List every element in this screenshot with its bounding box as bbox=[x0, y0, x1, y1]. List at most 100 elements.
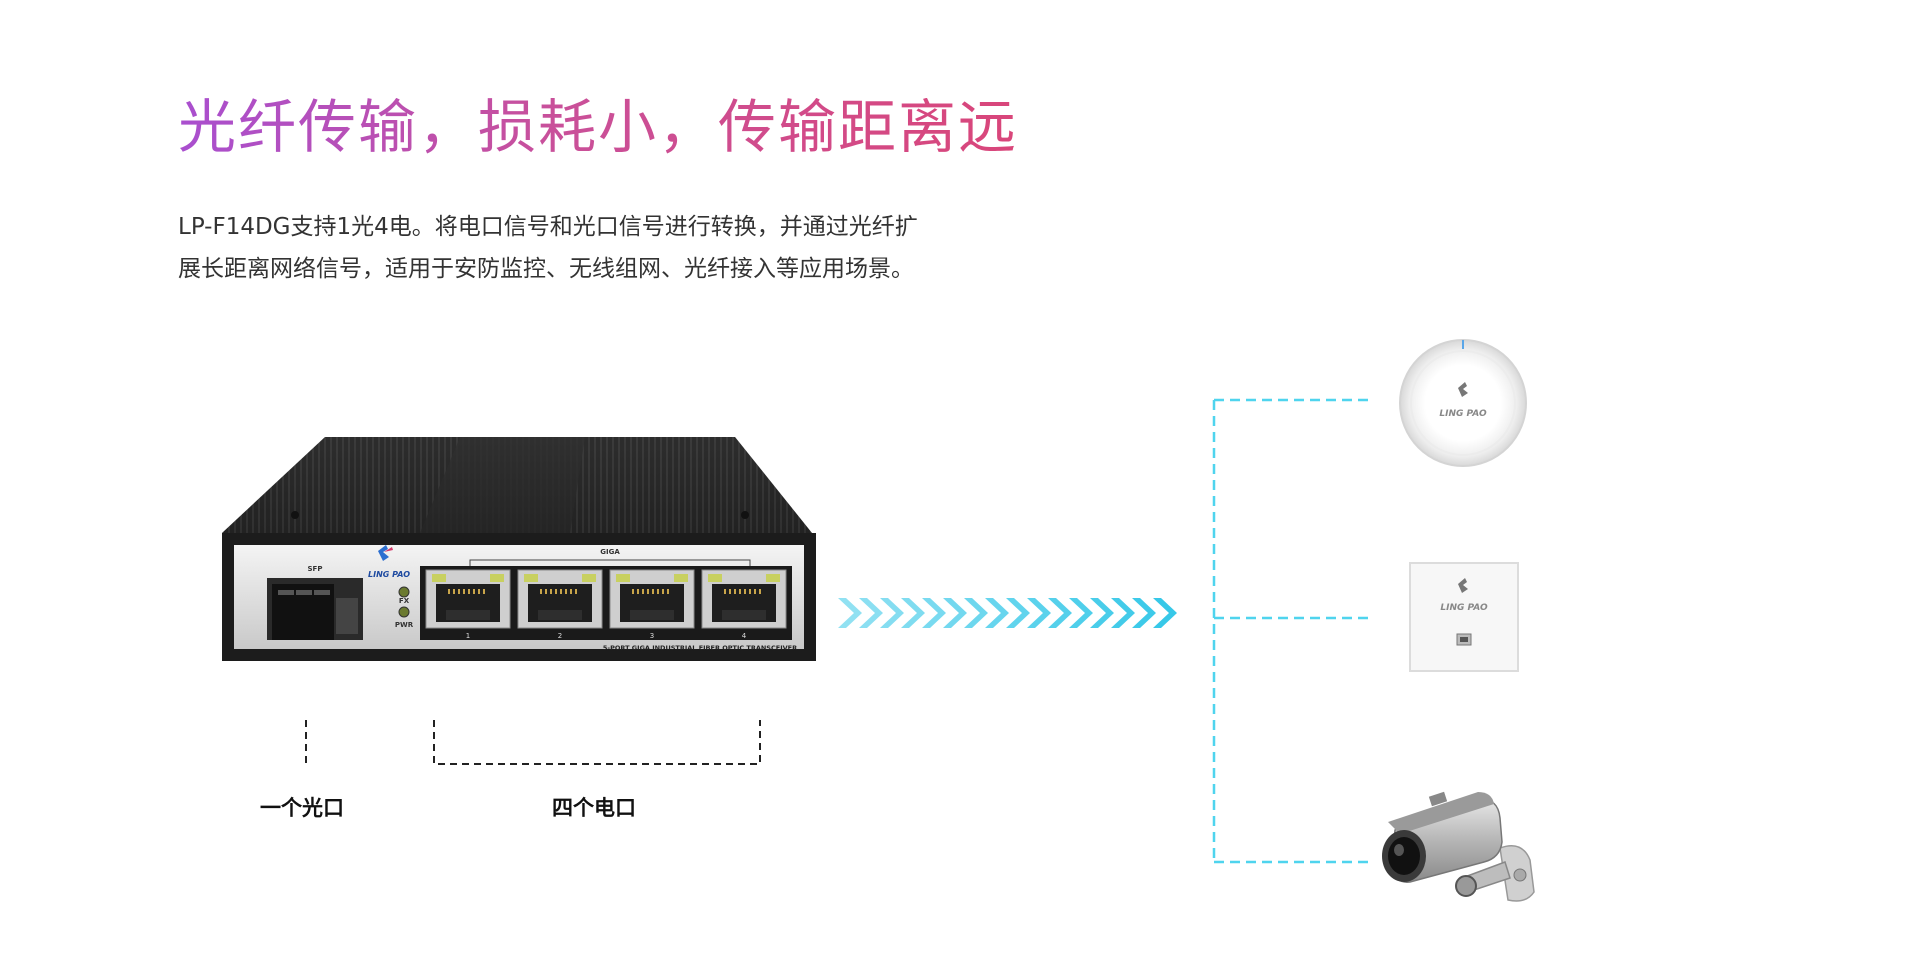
arrow-chevron bbox=[1153, 598, 1177, 628]
rj45-pin bbox=[749, 589, 751, 594]
rj45-pin bbox=[483, 589, 485, 594]
rj45-ports: 1 2 3 4 bbox=[425, 569, 787, 640]
description-line-2: 展长距离网络信号，适用于安防监控、无线组网、光纤接入等应用场景。 bbox=[178, 256, 914, 282]
rj45-pin bbox=[458, 589, 460, 594]
rj45-pin bbox=[744, 589, 746, 594]
fiber-port-label: 一个光口 bbox=[260, 796, 344, 820]
rj45-pin bbox=[652, 589, 654, 594]
arrow-chevron bbox=[1048, 598, 1072, 628]
camera-mount-screw bbox=[1513, 868, 1527, 882]
rj45-pin bbox=[453, 589, 455, 594]
arrow-chevron bbox=[985, 598, 1009, 628]
arrow-chevron bbox=[922, 598, 946, 628]
arrow-chevron bbox=[1090, 598, 1114, 628]
brand-logo-icon bbox=[378, 545, 393, 561]
transmission-arrow bbox=[838, 598, 1177, 628]
ap-inner-ring bbox=[1410, 350, 1516, 456]
camera-lens-glint bbox=[1394, 844, 1404, 856]
pwr-label: PWR bbox=[395, 621, 414, 629]
sfp-latch-3 bbox=[314, 590, 330, 595]
rj45-tab-slot bbox=[446, 610, 490, 620]
rj45-pin bbox=[560, 589, 562, 594]
network-lines bbox=[1212, 398, 1373, 864]
sfp-latch-1 bbox=[278, 590, 294, 595]
ap-brand: LING PAO bbox=[1439, 409, 1487, 419]
panel-rj45-inner bbox=[1460, 637, 1468, 642]
camera-top-bracket bbox=[1428, 791, 1448, 807]
rj45-pin bbox=[565, 589, 567, 594]
rj45-led-right bbox=[582, 574, 596, 582]
rj45-pin bbox=[754, 589, 756, 594]
rj45-pin bbox=[637, 589, 639, 594]
rj45-port-number: 1 bbox=[466, 632, 470, 640]
arrow-chevron bbox=[1111, 598, 1135, 628]
rj45-pin bbox=[473, 589, 475, 594]
rj45-port-2[interactable]: 2 bbox=[517, 569, 603, 640]
rj45-port-3[interactable]: 3 bbox=[609, 569, 695, 640]
rj45-pin bbox=[540, 589, 542, 594]
rj45-pin bbox=[575, 589, 577, 594]
rj45-pin bbox=[632, 589, 634, 594]
rj45-led-right bbox=[766, 574, 780, 582]
rj45-pin bbox=[662, 589, 664, 594]
rj45-tab-slot bbox=[538, 610, 582, 620]
arrow-chevron bbox=[880, 598, 904, 628]
fiber-transceiver-device: SFP LING PAO FX PWR GIGA 1 2 3 4 5-PORT GIG… bbox=[222, 437, 816, 661]
rj45-pin bbox=[545, 589, 547, 594]
rj45-pin bbox=[657, 589, 659, 594]
rj45-led-left bbox=[524, 574, 538, 582]
fx-led bbox=[398, 606, 410, 618]
rj45-led-left bbox=[616, 574, 630, 582]
arrow-chevron bbox=[1132, 598, 1156, 628]
camera-lens bbox=[1388, 837, 1420, 875]
rj45-pin bbox=[642, 589, 644, 594]
arrow-chevron bbox=[943, 598, 967, 628]
brand-label: LING PAO bbox=[368, 570, 410, 579]
rj45-port-number: 4 bbox=[742, 632, 747, 640]
description-line-1: LP-F14DG支持1光4电。将电口信号和光口信号进行转换，并通过光纤扩 bbox=[178, 214, 918, 240]
arrow-chevron bbox=[1006, 598, 1030, 628]
ap-logo-icon bbox=[1458, 382, 1468, 397]
arrow-chevron bbox=[1027, 598, 1051, 628]
rj45-pin bbox=[647, 589, 649, 594]
panel-brand: LING PAO bbox=[1440, 603, 1488, 613]
rj45-led-right bbox=[490, 574, 504, 582]
rj45-tab-slot bbox=[722, 610, 766, 620]
panel-logo-icon bbox=[1458, 578, 1468, 593]
rj45-tab-slot bbox=[630, 610, 674, 620]
giga-bracket bbox=[469, 559, 751, 566]
rj45-led-left bbox=[708, 574, 722, 582]
rj45-pin bbox=[729, 589, 731, 594]
giga-label: GIGA bbox=[600, 548, 620, 556]
arrow-chevron bbox=[964, 598, 988, 628]
rj45-port-4[interactable]: 4 bbox=[701, 569, 787, 640]
rj45-port-1[interactable]: 1 bbox=[425, 569, 511, 640]
rj45-led-left bbox=[432, 574, 446, 582]
rj45-pin bbox=[570, 589, 572, 594]
cctv-camera bbox=[1382, 791, 1535, 902]
description: LP-F14DG支持1光4电。将电口信号和光口信号进行转换，并通过光纤扩 展长距… bbox=[178, 206, 1078, 290]
sfp-label: SFP bbox=[308, 565, 323, 573]
screw-right bbox=[741, 511, 749, 519]
arrow-chevron bbox=[838, 598, 862, 628]
rj45-pin bbox=[759, 589, 761, 594]
electric-ports-bracket bbox=[433, 720, 761, 765]
pwr-led bbox=[398, 586, 410, 598]
rj45-pin bbox=[724, 589, 726, 594]
arrow-chevron bbox=[1069, 598, 1093, 628]
model-text: 5-PORT GIGA INDUSTRIAL FIBER OPTIC TRANS… bbox=[603, 644, 797, 652]
rj45-pin bbox=[448, 589, 450, 594]
rj45-pin bbox=[463, 589, 465, 594]
rj45-port-number: 3 bbox=[650, 632, 654, 640]
rj45-pin bbox=[468, 589, 470, 594]
sfp-connector bbox=[336, 598, 358, 634]
rj45-pin bbox=[550, 589, 552, 594]
ap-body bbox=[1399, 339, 1527, 467]
wall-panel-access-point: LING PAO bbox=[1409, 562, 1519, 672]
screw-left bbox=[291, 511, 299, 519]
rj45-pin bbox=[555, 589, 557, 594]
electric-ports-label: 四个电口 bbox=[552, 796, 636, 820]
fx-label: FX bbox=[399, 597, 410, 605]
rj45-port-number: 2 bbox=[558, 632, 562, 640]
